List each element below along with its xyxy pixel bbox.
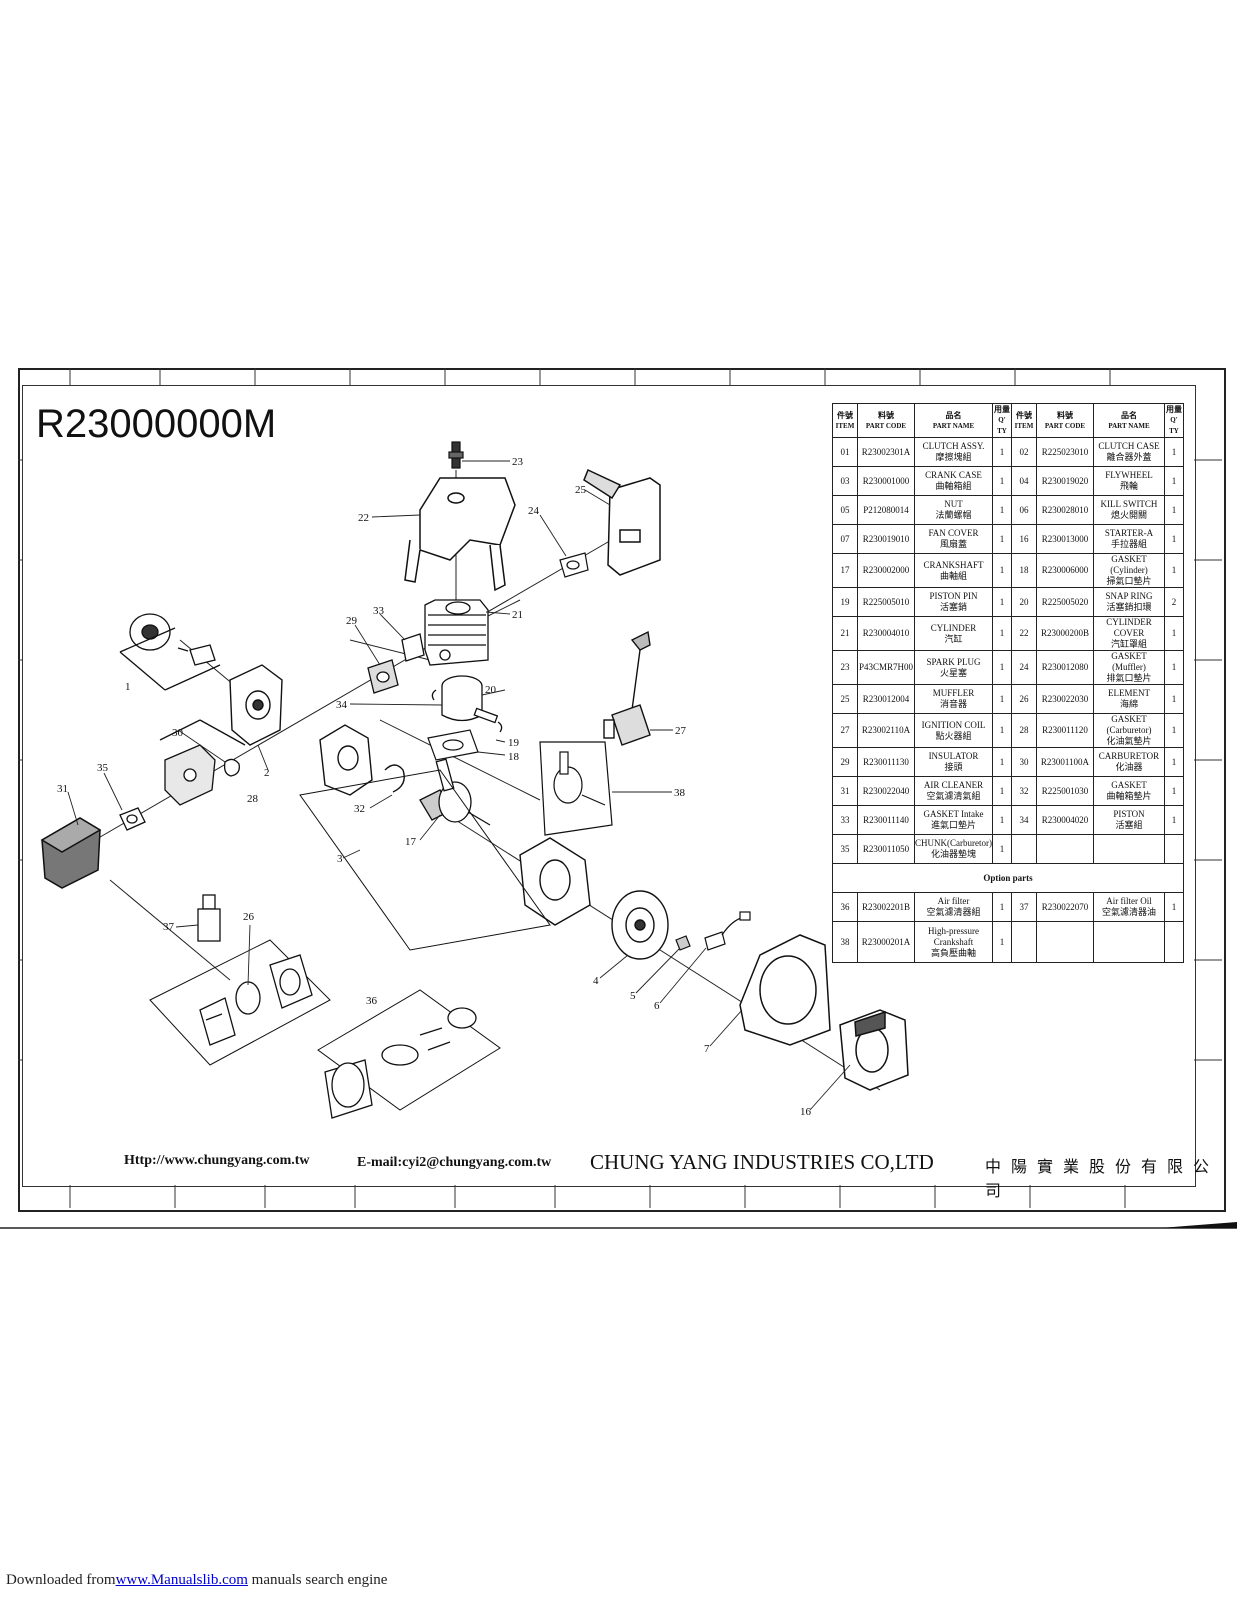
air-filter-oil-part — [197, 894, 221, 942]
callout-36: 36 — [366, 995, 378, 1007]
callout-3: 3 — [337, 853, 343, 865]
piston-part — [431, 675, 503, 733]
cylinder-cover-part — [404, 477, 516, 592]
ignition-coil-part — [603, 630, 651, 746]
manualslib-link[interactable]: www.Manualslib.com — [115, 1572, 248, 1588]
callout-7: 7 — [704, 1043, 710, 1055]
chunk-part — [119, 807, 146, 831]
spark-plug-part — [448, 441, 464, 469]
clutch-case-part — [229, 664, 283, 746]
carburetor-part — [159, 719, 246, 806]
drawing-inner-border — [22, 385, 1196, 1187]
fan-cover-part — [739, 934, 831, 1046]
company-website: Http://www.chungyang.com.tw — [124, 1153, 310, 1168]
callout-31: 31 — [57, 783, 68, 795]
table-row-35: 35 R230011050 CHUNK(Carburetor)化油器墊塊 1 — [832, 834, 1184, 864]
option-parts-row: Option parts — [832, 863, 1184, 893]
callout-19: 19 — [508, 737, 520, 749]
callout-21: 21 — [512, 609, 523, 621]
callout-23: 23 — [512, 456, 524, 468]
company-name: CHUNG YANG INDUSTRIES CO,LTD — [590, 1150, 934, 1174]
starter-part — [839, 1009, 909, 1091]
callout-24: 24 — [528, 505, 540, 517]
callout-1: 1 — [125, 681, 131, 693]
download-prefix: Downloaded from — [6, 1572, 116, 1588]
callout-16: 16 — [800, 1106, 812, 1118]
callout-30: 30 — [172, 727, 184, 739]
crankcase-half-part — [319, 724, 405, 796]
callout-28: 28 — [247, 793, 259, 805]
callout-17: 17 — [405, 836, 417, 848]
callout-37: 37 — [163, 921, 175, 933]
air-cleaner-part — [40, 817, 102, 889]
callout-4: 4 — [593, 975, 599, 987]
download-suffix: manuals search engine — [247, 1572, 388, 1588]
callout-20: 20 — [485, 684, 497, 696]
callout-6: 6 — [654, 1000, 660, 1012]
insulator-part — [367, 633, 425, 694]
callout-27: 27 — [675, 725, 687, 737]
callout-35: 35 — [97, 762, 109, 774]
drawing-sheet-border — [18, 368, 1226, 1212]
callout-34: 34 — [336, 699, 348, 711]
muffler-part — [583, 468, 661, 576]
download-source-line: Downloaded fromwww.Manualslib.com manual… — [6, 1572, 387, 1589]
company-email: E-mail:cyi2@chungyang.com.tw — [357, 1155, 552, 1170]
crankcase-part — [299, 769, 591, 951]
callout-38: 38 — [674, 787, 686, 799]
kill-switch-part — [704, 911, 751, 951]
callout-5: 5 — [630, 990, 636, 1002]
callout-26: 26 — [243, 911, 255, 923]
frame-ticks — [18, 368, 1222, 1208]
cylinder-gasket-part — [427, 729, 479, 761]
callout-29: 29 — [346, 615, 358, 627]
element-part — [149, 939, 331, 1066]
cylinder-part — [424, 599, 489, 666]
callout-25: 25 — [575, 484, 587, 496]
callout-18: 18 — [508, 751, 520, 763]
crankshaft-part — [419, 758, 491, 826]
nut-part — [675, 935, 691, 951]
callout-2: 2 — [264, 767, 270, 779]
air-filter-part — [317, 989, 501, 1119]
callout-33: 33 — [373, 605, 385, 617]
clutch-assy-part — [119, 613, 221, 691]
high-pressure-crankshaft-part — [539, 741, 613, 836]
callout-32: 32 — [354, 803, 365, 815]
company-name-chinese: 中 陽 實 業 股 份 有 限 公 司 — [985, 1159, 1213, 1200]
muffler-gasket-part — [559, 552, 589, 578]
model-number-title: R23000000M — [36, 402, 277, 446]
callout-22: 22 — [358, 512, 369, 524]
flywheel-part — [611, 890, 669, 960]
